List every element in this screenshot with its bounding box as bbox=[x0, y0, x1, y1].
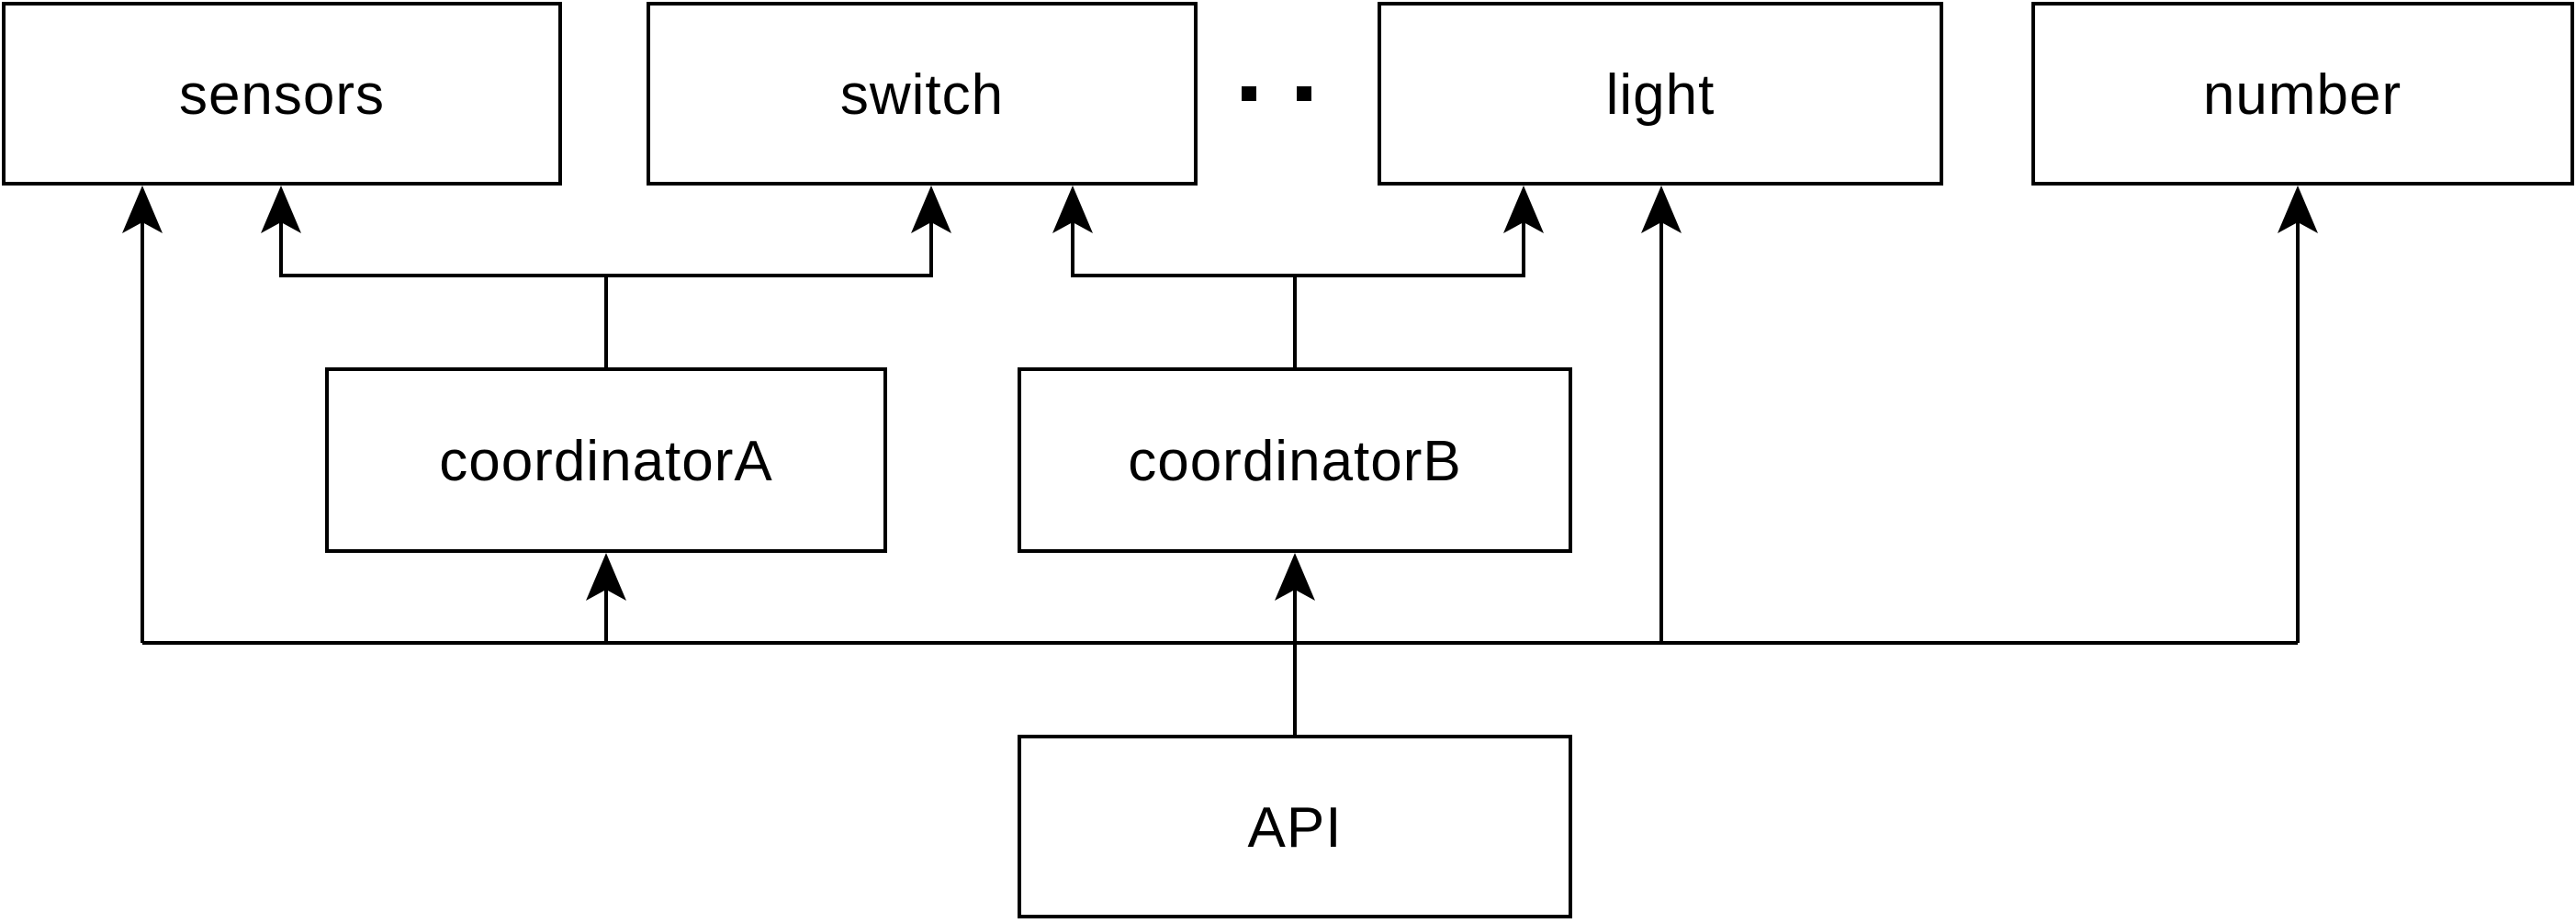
node-coordinatorB: coordinatorB bbox=[1018, 367, 1572, 553]
coordinatorA-box bbox=[325, 367, 887, 553]
ellipsis-dot-icon bbox=[1242, 86, 1256, 101]
sensors-box bbox=[2, 2, 562, 186]
edge-coordinatorB-branch bbox=[1071, 222, 1525, 277]
light-box bbox=[1378, 2, 1943, 186]
node-switch: switch bbox=[647, 2, 1198, 186]
arrowhead-icon bbox=[122, 186, 163, 233]
sensors-label: sensors bbox=[179, 63, 385, 127]
arrowhead-icon bbox=[1275, 553, 1315, 601]
edges bbox=[122, 186, 2318, 737]
ellipsis-dots bbox=[1242, 86, 1311, 101]
node-coordinatorA: coordinatorA bbox=[325, 367, 887, 553]
coordinatorB-box bbox=[1018, 367, 1572, 553]
arrowhead-icon bbox=[586, 553, 626, 601]
ellipsis-dot-icon bbox=[1297, 86, 1311, 101]
switch-label: switch bbox=[840, 63, 1004, 127]
arrowhead-icon bbox=[2278, 186, 2318, 233]
api-box bbox=[1018, 735, 1572, 918]
node-sensors: sensors bbox=[2, 2, 562, 186]
switch-box bbox=[647, 2, 1198, 186]
edge-coordinatorA-branch bbox=[279, 222, 933, 277]
coordinatorA-label: coordinatorA bbox=[439, 430, 773, 493]
node-number: number bbox=[2031, 2, 2574, 186]
number-label: number bbox=[2203, 63, 2402, 127]
coordinatorB-label: coordinatorB bbox=[1128, 430, 1462, 493]
number-box bbox=[2031, 2, 2574, 186]
arrowhead-icon bbox=[911, 186, 951, 233]
node-light: light bbox=[1378, 2, 1943, 186]
light-label: light bbox=[1606, 63, 1715, 127]
node-api: API bbox=[1018, 735, 1572, 918]
arrowhead-icon bbox=[1641, 186, 1682, 233]
arrowhead-icon bbox=[1503, 186, 1544, 233]
arrowhead-icon bbox=[1052, 186, 1093, 233]
arrowhead-icon bbox=[261, 186, 301, 233]
api-label: API bbox=[1248, 796, 1343, 860]
